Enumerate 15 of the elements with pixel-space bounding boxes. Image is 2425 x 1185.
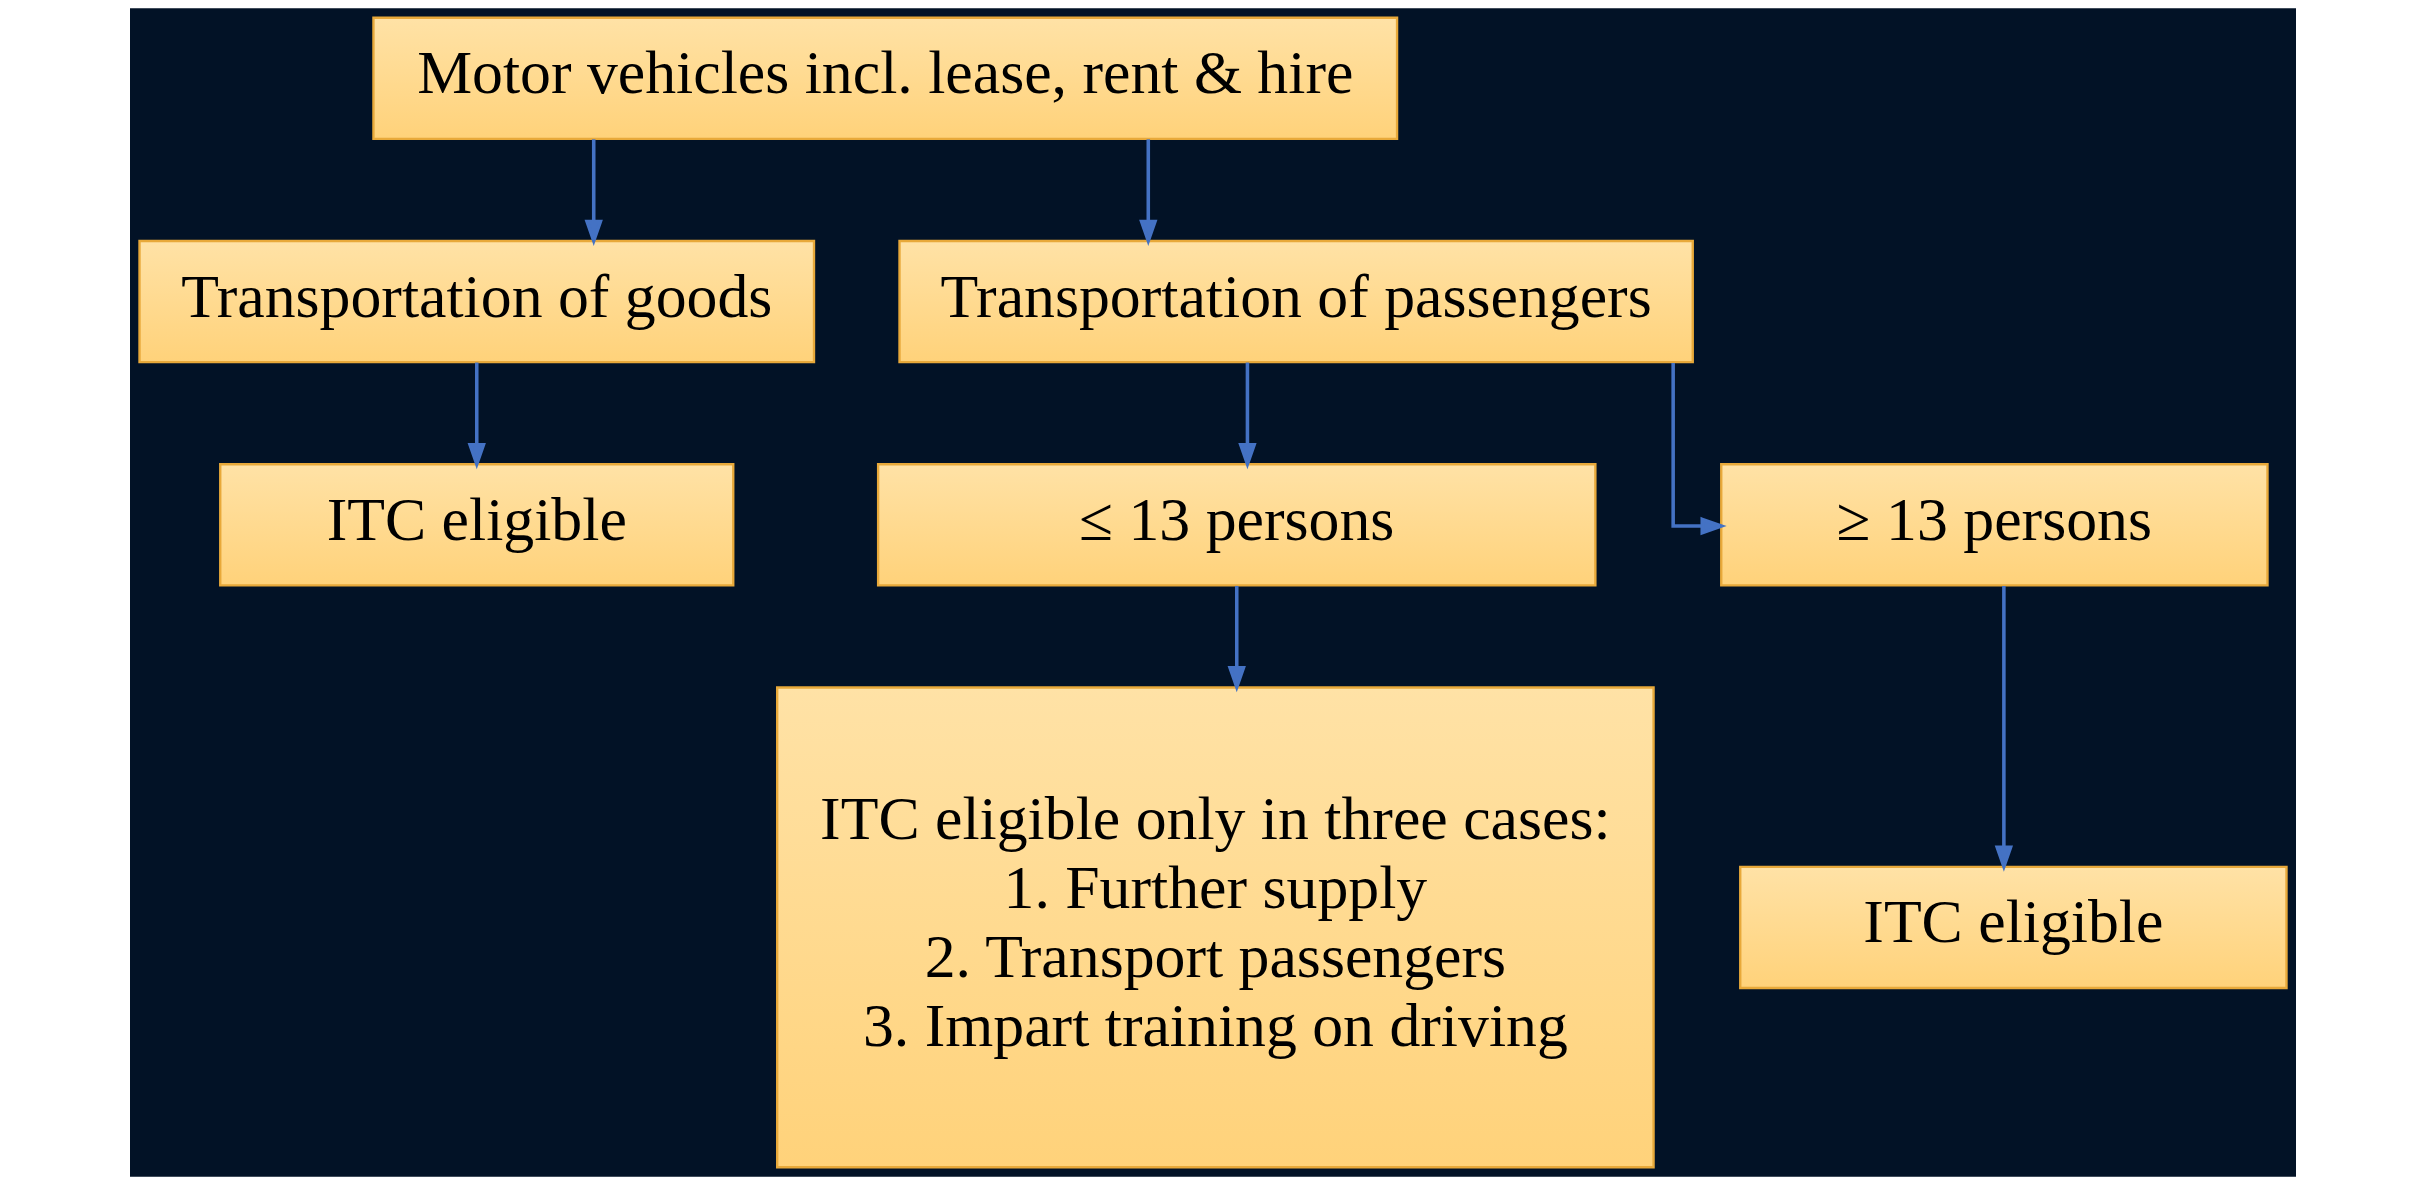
arrow	[1670, 362, 1727, 536]
node-box: ITC eligible	[218, 463, 734, 587]
node-box: ITC eligible	[1738, 865, 2288, 990]
arrow	[1227, 585, 1246, 693]
arrow	[1138, 139, 1157, 247]
arrow	[584, 139, 603, 247]
node-box: Transportation of passengers	[897, 239, 1694, 364]
node-box: ITC eligible only in three cases: 1. Further supply 2. Transport passengers 3. Impart training on driving	[775, 686, 1655, 1169]
arrow	[1237, 362, 1257, 470]
node-box: Motor vehicles incl. lease, rent & hire	[371, 16, 1398, 141]
arrow	[467, 362, 486, 470]
node-box: ≤ 13 persons	[876, 463, 1597, 587]
node-box: ≥ 13 persons	[1719, 463, 2269, 587]
node-box: Transportation of goods	[137, 239, 815, 364]
arrow	[1994, 585, 2013, 872]
